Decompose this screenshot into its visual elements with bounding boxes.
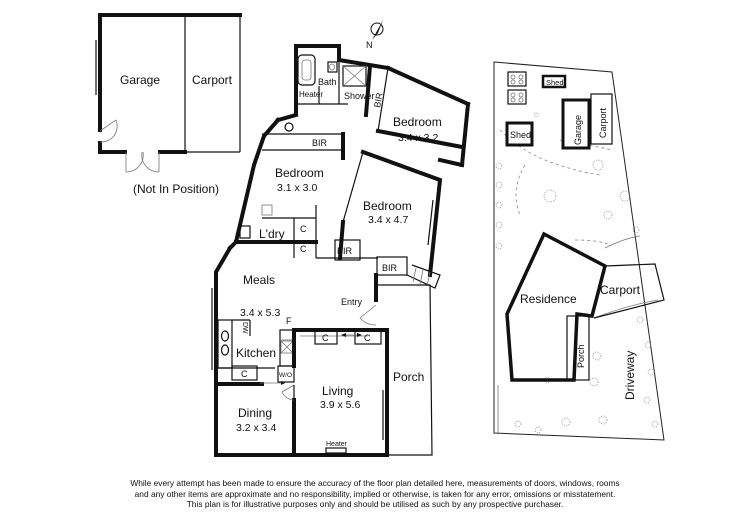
site-carport-mid-label: Carport xyxy=(600,283,641,297)
laundry-label: L'dry xyxy=(259,227,285,241)
disclaimer-text: While every attempt has been made to ens… xyxy=(120,478,630,510)
shower-label: Shower xyxy=(344,91,375,101)
disclaimer-line-3: This plan is for illustrative purposes o… xyxy=(186,499,564,510)
bir-mid-label: BIR xyxy=(312,138,328,148)
cupboard-kitchen: C xyxy=(241,369,248,379)
site-residence-label: Residence xyxy=(520,292,577,306)
cupboard-living-2: C xyxy=(364,333,371,343)
cupboard-living-1: C xyxy=(322,333,329,343)
heater-top-label: Heater xyxy=(299,90,323,99)
meals-kitchen-dims: 3.4 x 5.3 xyxy=(240,307,280,319)
kitchen-label: Kitchen xyxy=(236,346,276,360)
site-trees xyxy=(495,112,659,434)
bedroom-3-label: Bedroom xyxy=(363,199,412,213)
bedroom-1-label: Bedroom xyxy=(393,115,442,129)
porch-label: Porch xyxy=(393,370,424,384)
north-letter: N xyxy=(366,40,373,50)
garage-plan: Garage Carport (Not In Position) xyxy=(95,13,242,196)
disclaimer-line-1: While every attempt has been made to ens… xyxy=(130,478,620,488)
house-floor-plan: Bath Heater Shower BIR Bedroom 3.4 x 3.2… xyxy=(211,44,471,457)
site-carport-top-label: Carport xyxy=(598,107,608,138)
disclaimer-line-2: and any other items are approximate and … xyxy=(134,488,616,499)
bedroom-1-dims: 3.4 x 3.2 xyxy=(398,132,438,144)
meals-label: Meals xyxy=(243,273,275,287)
dining-dims: 3.2 x 3.4 xyxy=(236,422,276,434)
garage-label: Garage xyxy=(120,73,160,87)
bath-label: Bath xyxy=(318,77,337,87)
bir-lower-right-label: BIR xyxy=(382,263,398,273)
site-shed-top-label: Shed xyxy=(546,78,564,87)
cupboard-laundry-2: C xyxy=(300,244,307,254)
wall-oven-label: W/O xyxy=(279,372,292,379)
carport-label: Carport xyxy=(192,73,233,87)
site-plan: Shed Shed Garage Carport Residence Porch… xyxy=(493,61,665,441)
bedroom-3-dims: 3.4 x 4.7 xyxy=(368,214,408,226)
living-label: Living xyxy=(322,384,353,398)
bir-lower-left-label: BIR xyxy=(337,246,353,256)
site-driveway-label: Driveway xyxy=(623,351,637,400)
bedroom-2-dims: 3.1 x 3.0 xyxy=(277,182,317,194)
site-shed-left-label: Shed xyxy=(510,130,531,140)
living-dims: 3.9 x 5.6 xyxy=(320,399,360,411)
north-arrow-icon: N xyxy=(366,20,384,50)
site-porch-label: Porch xyxy=(576,344,586,368)
fridge-label: F xyxy=(286,316,292,326)
bedroom-2-label: Bedroom xyxy=(275,166,324,180)
dining-label: Dining xyxy=(238,406,272,420)
not-in-position-note: (Not In Position) xyxy=(133,182,219,196)
bir-top-label: BIR xyxy=(372,91,385,108)
site-garage-label: Garage xyxy=(573,115,583,145)
dishwasher-label: DW xyxy=(241,322,248,334)
entry-label: Entry xyxy=(341,297,363,307)
heater-living-label: Heater xyxy=(326,441,348,448)
cupboard-laundry-1: C xyxy=(300,224,307,234)
